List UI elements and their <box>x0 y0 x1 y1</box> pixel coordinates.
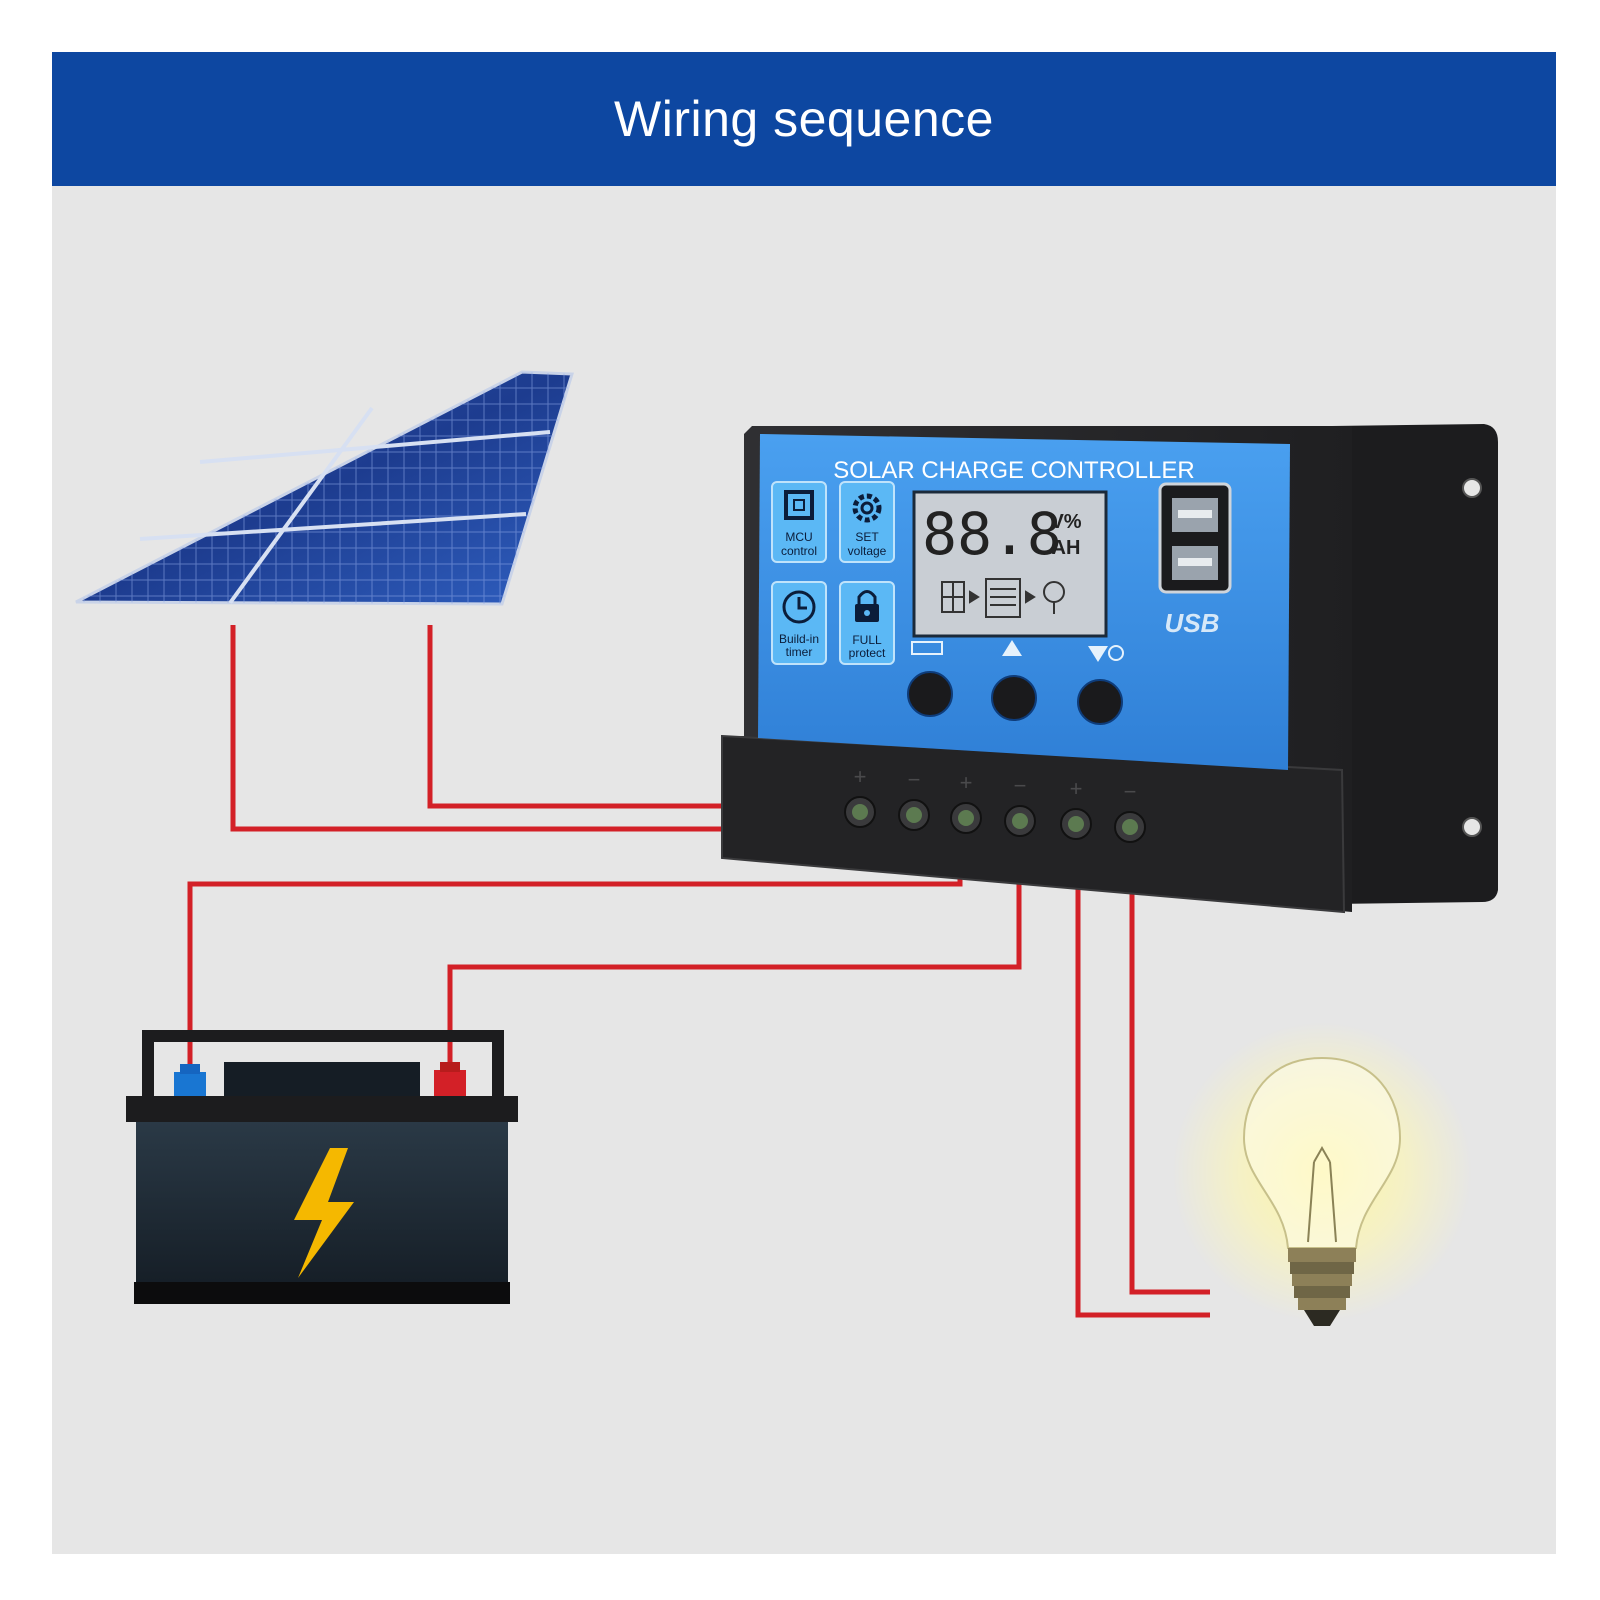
lcd-unit-top: V% <box>1050 511 1081 533</box>
feature-label-line2: voltage <box>848 544 887 558</box>
screw-terminal-1[interactable] <box>844 796 876 828</box>
controller-title: SOLAR CHARGE CONTROLLER <box>833 457 1194 484</box>
charge-controller: SOLAR CHARGE CONTROLLER MCU control SET … <box>721 424 1498 914</box>
screw-terminal-3[interactable] <box>950 802 982 834</box>
down-light-button[interactable] <box>1077 645 1124 725</box>
wiring-diagram: SOLAR CHARGE CONTROLLER MCU control SET … <box>75 370 1498 1326</box>
feature-label-line2: control <box>781 544 817 558</box>
page-title: Wiring sequence <box>614 91 994 147</box>
feature-label-line1: MCU <box>785 530 812 544</box>
lcd-flow-icons <box>941 578 1065 618</box>
solar-panel <box>75 370 575 606</box>
lock-icon <box>855 590 879 622</box>
feature-tile-protect: FULL protect <box>839 581 895 665</box>
usb-label: USB <box>1165 608 1220 638</box>
light-bulb <box>1172 1022 1472 1326</box>
screw-terminal-2[interactable] <box>898 799 930 831</box>
feature-label-line1: FULL <box>852 633 882 647</box>
terminal-sign: + <box>960 770 973 795</box>
lightning-bolt-icon <box>294 1148 354 1278</box>
wire-load-right <box>1129 832 1210 1295</box>
battery-icon <box>985 578 1021 618</box>
lcd-display: 88.8 V% AH <box>912 490 1108 638</box>
bulb-base <box>1288 1248 1356 1326</box>
wires <box>187 625 1210 1318</box>
battery-positive-terminal <box>434 1070 466 1096</box>
up-arrow-icon <box>1002 640 1022 656</box>
light-icon <box>1108 645 1124 661</box>
wire-solar-left <box>230 625 914 832</box>
feature-tile-set-voltage: SET voltage <box>839 481 895 563</box>
up-button[interactable] <box>991 640 1037 721</box>
lcd-unit-bottom: AH <box>1052 537 1081 559</box>
terminal-sign: − <box>1014 773 1027 798</box>
mount-hole-top <box>1462 478 1482 498</box>
usb-port: USB <box>1158 482 1232 638</box>
wire-load-left <box>1075 832 1210 1318</box>
feature-label-line1: Build-in <box>779 632 819 646</box>
wire-battery-positive <box>447 824 1022 1082</box>
terminal-sign: + <box>1070 776 1083 801</box>
mount-hole-bottom <box>1462 817 1482 837</box>
feature-label-line2: timer <box>786 645 813 659</box>
battery <box>126 1030 518 1304</box>
wire-solar-right <box>427 625 860 809</box>
feature-label-line1: SET <box>855 530 879 544</box>
battery-negative-terminal <box>174 1072 206 1096</box>
diagram-frame: Wiring sequence <box>52 52 1556 1554</box>
terminal-sign: − <box>1124 779 1137 804</box>
menu-icon <box>911 641 943 655</box>
feature-label-line2: protect <box>849 646 886 660</box>
lcd-digits: 88.8 <box>922 500 1062 568</box>
chip-icon <box>784 490 814 520</box>
screw-terminal-5[interactable] <box>1060 808 1092 840</box>
header-banner: Wiring sequence <box>52 52 1556 186</box>
terminal-sign: + <box>854 764 867 789</box>
screw-terminal-6[interactable] <box>1114 811 1146 843</box>
feature-tile-mcu: MCU control <box>771 481 827 563</box>
menu-button[interactable] <box>907 641 953 717</box>
arrow-icon <box>969 590 980 604</box>
arrow-icon <box>1025 590 1036 604</box>
terminal-sign: − <box>908 767 921 792</box>
down-arrow-icon <box>1088 646 1108 662</box>
gear-icon <box>852 493 882 523</box>
terminal-block: + − + − + − <box>844 764 1146 843</box>
feature-tile-timer: Build-in timer <box>771 581 827 665</box>
clock-icon <box>782 590 816 624</box>
screw-terminal-4[interactable] <box>1004 805 1036 837</box>
